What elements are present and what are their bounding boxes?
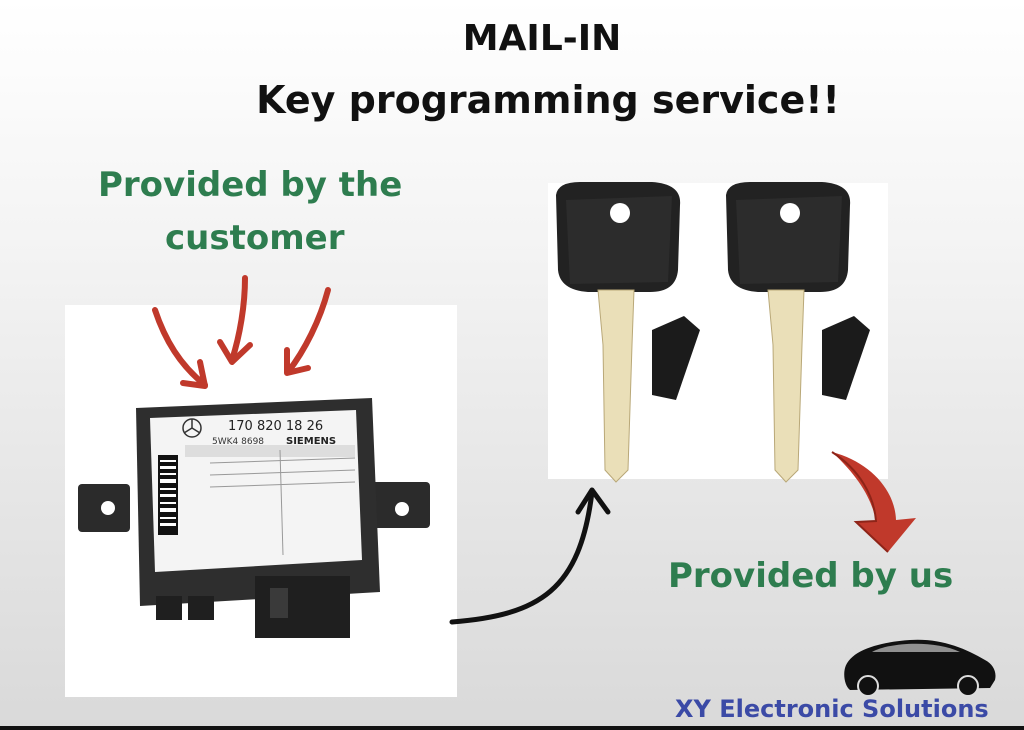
customer-label-line2: customer: [165, 218, 345, 258]
red-arrow-icon: [152, 307, 208, 389]
curved-black-arrow-icon: [449, 487, 611, 625]
module-part-number: 170 820 18 26: [228, 419, 323, 434]
curved-red-arrow-icon: [831, 451, 916, 553]
heading-line1: MAIL-IN: [462, 18, 622, 59]
red-arrow-icon: [284, 287, 331, 376]
bottom-border: [0, 726, 1024, 730]
module-brand: SIEMENS: [286, 436, 336, 447]
red-arrow-icon: [217, 275, 253, 365]
heading-line2: Key programming service!!: [256, 78, 840, 122]
mercedes-star-icon: [182, 418, 202, 438]
provided-by-us-label: Provided by us: [668, 556, 954, 596]
brand-name: XY Electronic Solutions: [675, 695, 989, 723]
module-code: 5WK4 8698: [212, 437, 264, 447]
immobilizer-module-icon: 170 820 18 26 5WK4 8698 SIEMENS: [78, 398, 430, 638]
car-logo-icon: [844, 639, 996, 697]
customer-label-line1: Provided by the: [98, 165, 403, 205]
car-key-icon: [726, 182, 870, 483]
car-key-icon: [556, 182, 700, 483]
